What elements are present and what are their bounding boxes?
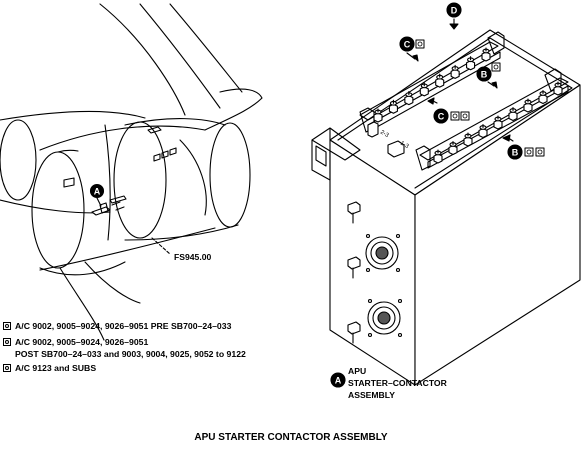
terminal-stud xyxy=(433,149,443,164)
callout-b-lower: B xyxy=(502,134,545,160)
terminal-studs-upper xyxy=(373,47,491,123)
effectivity-text-1: A/C 9002, 9005–9024, 9026–9051 PRE SB700… xyxy=(15,321,232,331)
terminal-stud xyxy=(466,56,476,71)
callout-b-lower-letter: B xyxy=(512,148,519,158)
callout-a-caption-line1: APU xyxy=(348,366,366,376)
effectivity-text-2: A/C 9002, 9005–9024, 9026–9051 xyxy=(15,337,149,347)
terminal-stud xyxy=(448,140,458,156)
callout-a-caption-line3: ASSEMBLY xyxy=(348,390,395,400)
front-face-hardware xyxy=(347,121,405,344)
callout-b-upper-letter: B xyxy=(481,70,488,80)
callout-a-aircraft-letter: A xyxy=(94,187,101,197)
terminal-stud xyxy=(373,108,383,123)
effectivity-text-3: A/C 9123 and SUBS xyxy=(15,363,97,373)
terminal-stud xyxy=(508,106,518,122)
terminal-stud xyxy=(404,91,414,106)
terminal-mark-2: 1-3 xyxy=(399,141,410,151)
callout-b-upper: B xyxy=(476,62,501,89)
callout-c-upper: C xyxy=(399,36,425,62)
figure-title: APU STARTER CONTACTOR ASSEMBLY xyxy=(194,432,388,443)
terminal-stud xyxy=(435,73,445,88)
effectivity-box-icon xyxy=(3,338,11,346)
callout-c-lower-letter: C xyxy=(438,112,445,122)
effectivity-row-1: A/C 9002, 9005–9024, 9026–9051 PRE SB700… xyxy=(3,321,231,332)
effectivity-row-3: A/C 9123 and SUBS xyxy=(3,363,96,374)
aircraft-tail-drawing xyxy=(0,3,263,341)
effectivity-text-2b: POST SB700–24–033 and 9003, 9004, 9025, … xyxy=(15,349,246,359)
terminal-stud xyxy=(388,99,398,114)
callout-a-assembly-letter: A xyxy=(335,376,342,386)
terminal-stud xyxy=(553,81,563,96)
effectivity-box-icon xyxy=(3,364,11,372)
terminal-stud xyxy=(419,82,429,97)
terminal-stud xyxy=(481,47,491,62)
terminal-mark-1: 2-3 xyxy=(379,130,390,140)
callout-c-lower: C xyxy=(427,97,470,124)
callout-d: D xyxy=(446,2,462,30)
terminal-stud xyxy=(493,115,503,130)
callout-c-upper-letter: C xyxy=(404,40,411,50)
terminal-stud xyxy=(478,123,488,139)
terminal-stud xyxy=(523,98,533,113)
terminal-stud xyxy=(463,132,473,147)
terminal-studs-lower xyxy=(433,81,563,164)
terminal-stud xyxy=(450,64,460,79)
station-label: FS945.00 xyxy=(174,252,211,262)
callout-a-aircraft: A xyxy=(89,183,105,207)
callout-a-assembly: A xyxy=(330,372,346,388)
callout-a-caption-line2: STARTER–CONTACTOR xyxy=(348,378,448,388)
terminal-stud xyxy=(538,89,548,105)
effectivity-row-2: A/C 9002, 9005–9024, 9026–9051 xyxy=(3,337,148,348)
callout-d-letter: D xyxy=(451,6,458,16)
effectivity-box-icon xyxy=(3,322,11,330)
effectivity-row-2-cont: POST SB700–24–033 and 9003, 9004, 9025, … xyxy=(15,349,246,360)
